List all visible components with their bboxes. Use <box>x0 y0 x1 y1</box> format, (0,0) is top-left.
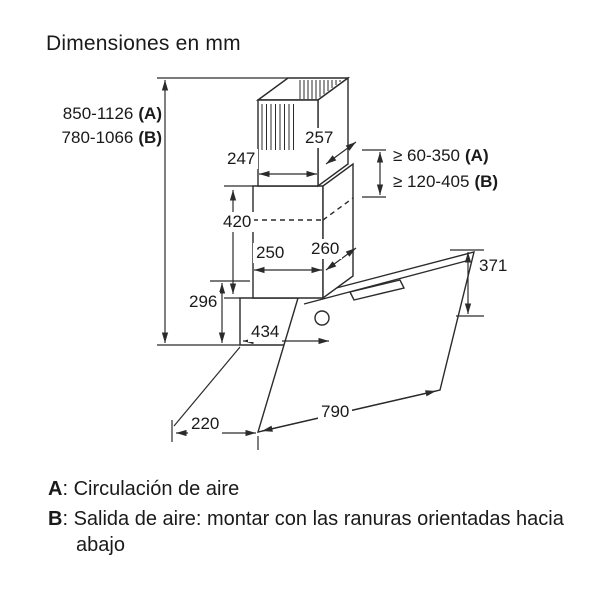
note-a: A: Circulación de aire <box>48 476 568 502</box>
projection-line-220 <box>173 346 241 427</box>
note-b: B: Salida de aire: montar con las ranura… <box>48 506 568 558</box>
ext-lines-420 <box>224 185 253 299</box>
dim-value: ≥ 120-405 <box>393 172 470 191</box>
dim-marker-b: (B) <box>474 172 499 191</box>
dim-value: 780-1066 <box>61 128 134 147</box>
dim-marker-a: (A) <box>465 146 489 165</box>
dim-marker-a: (A) <box>138 104 162 123</box>
dim-label-height-b: 780-1066(B) <box>62 128 162 148</box>
ext-lines-371 <box>450 249 484 317</box>
page-title: Dimensiones en mm <box>46 32 241 55</box>
dim-label-panel-height: 371 <box>476 256 511 277</box>
dim-label-bottom-depth: 220 <box>188 414 223 435</box>
note-b-text: : Salida de aire: montar con las ranuras… <box>62 508 564 556</box>
legend: A: Circulación de aire B: Salida de aire… <box>48 476 568 562</box>
dim-label-body-height: 296 <box>186 292 221 313</box>
glass-edge-line <box>303 260 467 305</box>
telescopic-dashed-line <box>253 197 354 221</box>
vent-slots-hatch <box>261 104 294 150</box>
dim-value: 850-1126 <box>62 104 134 123</box>
note-b-marker: B <box>48 508 63 530</box>
dim-label-duct-depth: 257 <box>302 128 337 149</box>
dim-label-chimney-depth: 260 <box>308 239 343 260</box>
ext-lines-clearance <box>362 149 386 198</box>
note-a-text: : Circulación de aire <box>62 478 240 500</box>
dim-label-chimney-height: 420 <box>220 212 255 233</box>
dim-label-chimney-width: 250 <box>253 243 288 264</box>
top-opening-hatch <box>299 80 341 99</box>
dim-label-hood-width: 790 <box>318 402 353 423</box>
dim-label-height-a: 850-1126(A) <box>63 104 162 124</box>
dim-line-257 <box>325 141 357 165</box>
blower-detail <box>314 310 330 326</box>
dim-marker-b: (B) <box>138 128 162 147</box>
ext-lines-220 <box>171 420 259 450</box>
dim-label-clearance-a: ≥ 60-350 (A) <box>390 146 492 167</box>
dim-label-body-depth: 434 <box>248 322 283 343</box>
dim-value: ≥ 60-350 <box>393 146 460 165</box>
filter-slot <box>348 279 406 301</box>
dim-label-clearance-b: ≥ 120-405(B) <box>390 172 502 193</box>
note-a-marker: A <box>48 478 63 500</box>
dim-label-duct-width: 247 <box>224 149 259 170</box>
